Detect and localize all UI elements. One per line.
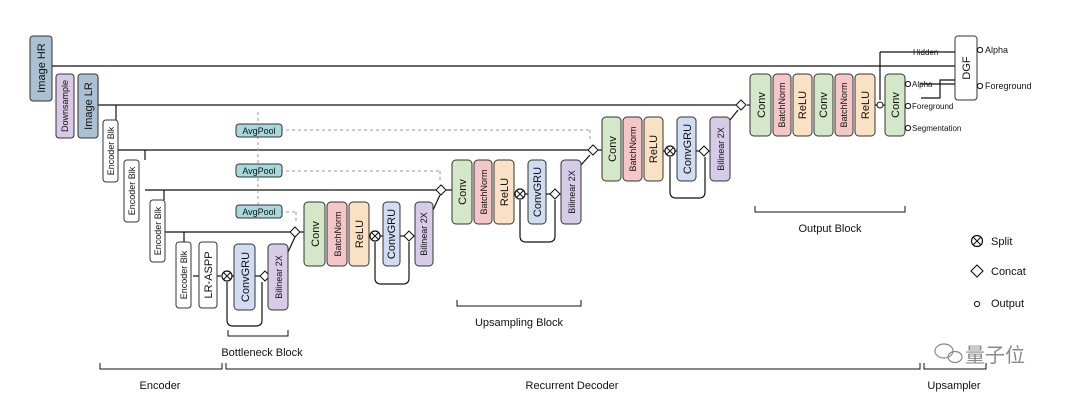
up3-relu-label: ReLU (648, 135, 660, 163)
up2-relu-label: ReLU (499, 178, 511, 206)
up3-batchnorm-label: BatchNorm (628, 126, 638, 171)
hidden-label: Hidden (913, 48, 938, 57)
watermark: 量子位 (934, 343, 1025, 367)
legend-split-label: Split (991, 236, 1012, 248)
up2-bilinear-label: Bilinear 2X (567, 170, 577, 214)
watermark-text: 量子位 (965, 344, 1025, 367)
image-hr-block: Image HR (29, 35, 53, 102)
output-block-label: Output Block (799, 223, 862, 235)
up1-relu-label: ReLU (354, 220, 366, 248)
out-relu-1-label: ReLU (797, 91, 809, 119)
encoder-blk-2-label: Encoder Blk (127, 166, 137, 215)
dgf-alpha-label: Alpha (985, 45, 1008, 55)
bottleneck-bilinear-label: Bilinear 2X (274, 255, 284, 299)
image-hr-label: Image HR (36, 43, 48, 93)
out-batchnorm-1-label: BatchNorm (777, 82, 787, 127)
bottleneck-block (221, 243, 289, 311)
legend-output-icon (973, 300, 981, 308)
dgf-label: DGF (961, 56, 973, 80)
downsample-label: Downsample (60, 80, 70, 132)
upsampler-label: Upsampler (927, 380, 981, 392)
up2-convgru-label: ConvGRU (532, 167, 544, 217)
up3-bilinear-label: Bilinear 2X (716, 127, 726, 171)
legend-split-icon (970, 234, 984, 248)
encoder-blk-4-label: Encoder Blk (179, 250, 189, 299)
up3-conv-label: Conv (607, 136, 619, 162)
lr-aspp-label: LR-ASPP (203, 251, 215, 298)
up1-batchnorm-label: BatchNorm (333, 211, 343, 256)
up3-convgru-label: ConvGRU (682, 124, 694, 174)
legend-concat-icon (970, 264, 984, 278)
upsampling-block-1 (289, 201, 434, 267)
downsample-block: Downsample (55, 73, 75, 139)
avgpool-dashed-lines (257, 112, 591, 224)
up2-batchnorm-label: BatchNorm (479, 169, 489, 214)
out-relu-2-label: ReLU (860, 91, 872, 119)
dgf-block (954, 35, 984, 101)
encoder-label: Encoder (140, 380, 181, 392)
wechat-icon (934, 343, 963, 364)
encoder-blk-1-label: Encoder Blk (106, 126, 116, 175)
avgpool-boxes (235, 123, 283, 219)
upsampling-block-2 (435, 159, 582, 225)
legend-output-label: Output (991, 298, 1024, 310)
encoder-blk-3-label: Encoder Blk (153, 206, 163, 255)
group-braces (99, 206, 987, 370)
out-batchnorm-2-label: BatchNorm (839, 82, 849, 127)
up1-conv-label: Conv (310, 221, 322, 247)
bottleneck-block-label: Bottleneck Block (221, 347, 303, 359)
encoder-blocks (102, 119, 218, 309)
recurrent-decoder-label: Recurrent Decoder (526, 380, 619, 392)
legend-concat-label: Concat (991, 266, 1026, 278)
out-foreground-label: Foreground (912, 102, 953, 111)
bottleneck-convgru-label: ConvGRU (240, 252, 252, 302)
out-conv-1-label: Conv (756, 92, 768, 118)
out-alpha-label: Alpha (912, 80, 933, 89)
up1-convgru-label: ConvGRU (386, 209, 398, 259)
avgpool-2-label: AvgPool (242, 166, 275, 176)
out-conv-3-label: Conv (890, 92, 902, 118)
avgpool-1-label: AvgPool (242, 126, 275, 136)
up2-conv-label: Conv (457, 179, 469, 205)
out-segmentation-label: Segmentation (912, 124, 961, 133)
image-lr-block: Image LR (77, 73, 99, 139)
up1-bilinear-label: Bilinear 2X (419, 212, 429, 256)
legend (970, 234, 984, 308)
image-lr-label: Image LR (83, 82, 95, 130)
upsampling-block-label: Upsampling Block (475, 317, 564, 329)
output-block (735, 73, 912, 137)
avgpool-3-label: AvgPool (242, 207, 275, 217)
dgf-foreground-label: Foreground (985, 81, 1032, 91)
upsampling-block-3 (587, 116, 731, 182)
out-conv-2-label: Conv (818, 92, 830, 118)
